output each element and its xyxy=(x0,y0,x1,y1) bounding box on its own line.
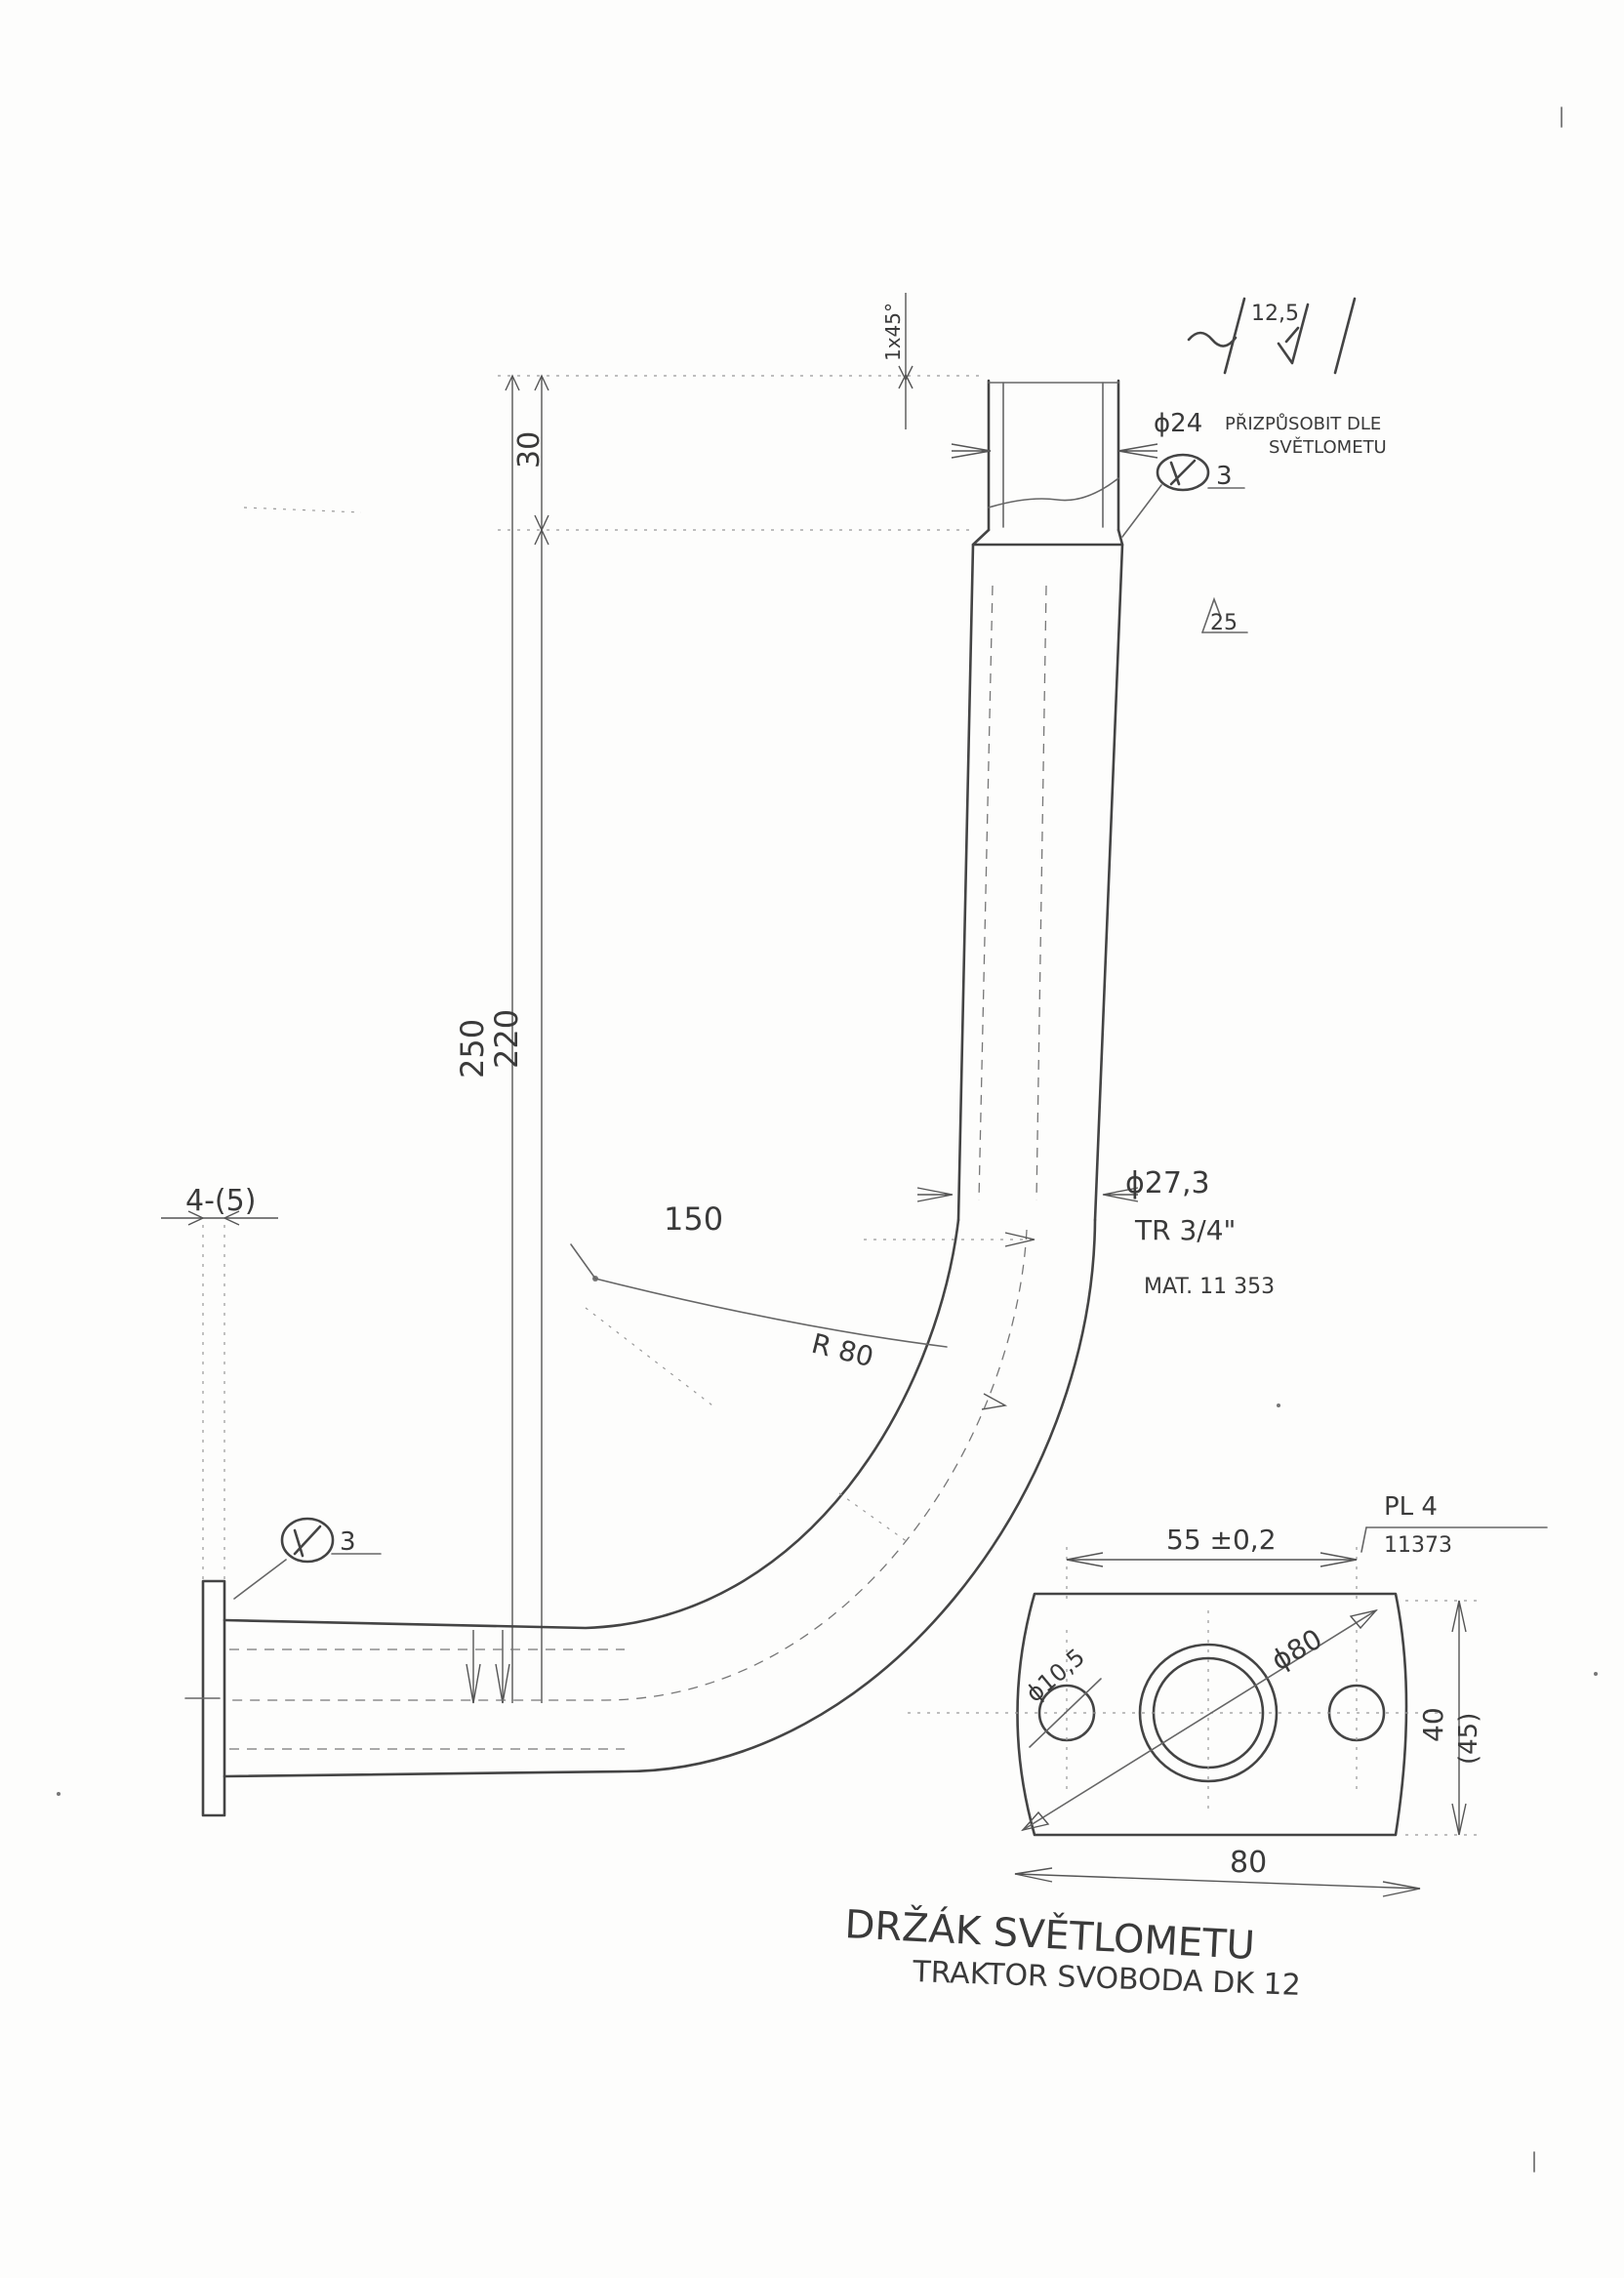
dim-30-label: 30 xyxy=(512,431,547,468)
plate-width-label: 80 xyxy=(1230,1846,1267,1880)
tube-outer-circle xyxy=(1138,1643,1279,1783)
weld-symbol-upper: 3 xyxy=(1121,453,1245,538)
note-adjust-line2: SVĚTLOMETU xyxy=(1269,436,1387,458)
tube-dia-label: ϕ27,3 xyxy=(1125,1166,1210,1200)
local-finish-symbol: 25 xyxy=(1201,596,1248,635)
note-adjust-line1: PŘIZPŮSOBIT DLE xyxy=(1225,413,1381,434)
tube-inner-circle xyxy=(1152,1656,1265,1770)
radius-label: R 80 xyxy=(808,1327,876,1373)
tube-spec-notes: ϕ27,3 TR 3/4" MAT. 11 353 xyxy=(916,1166,1275,1299)
plate-spec: PL 4 11373 xyxy=(1360,1492,1548,1558)
plate-thickness-label: 4-(5) xyxy=(185,1184,256,1218)
plate-diagonal-label: ϕ80 xyxy=(1266,1622,1327,1677)
drawing-title: DRŽÁK SVĚTLOMETU xyxy=(843,1900,1256,1969)
weld-size-upper: 3 xyxy=(1216,462,1233,491)
plate-spec-line1: PL 4 xyxy=(1384,1492,1438,1522)
chamfer-annotation: 1x45° xyxy=(881,293,914,429)
weld-size-lower: 3 xyxy=(340,1527,356,1557)
flange-front-view: ϕ80 ϕ10,5 xyxy=(908,1592,1444,1837)
surface-finish-value: 12,5 xyxy=(1251,302,1299,326)
chamfer-label: 1x45° xyxy=(881,303,905,361)
plate-spec-line2: 11373 xyxy=(1384,1533,1452,1558)
plate-width-dimension: 80 xyxy=(1014,1846,1421,1897)
hole-spacing-dimension: 55 ±0,2 xyxy=(1066,1524,1358,1601)
tube-body xyxy=(223,379,1124,1778)
vertical-dimensions: 30 250 220 xyxy=(454,374,986,1704)
dim-220-label: 220 xyxy=(488,1009,525,1069)
thread-note: ϕ24 PŘIZPŮSOBIT DLE SVĚTLOMETU xyxy=(951,409,1387,459)
local-finish-value: 25 xyxy=(1210,611,1238,635)
hole-dia-label: ϕ10,5 xyxy=(1021,1644,1090,1708)
dim-250-label: 250 xyxy=(454,1019,491,1078)
plate-height-dimension: 40 (45) xyxy=(1405,1600,1483,1836)
material-label: MAT. 11 353 xyxy=(1144,1275,1275,1299)
weld-symbol-lower: 3 xyxy=(233,1517,382,1600)
hole-spacing-label: 55 ±0,2 xyxy=(1166,1524,1277,1556)
dim-150-label: 150 xyxy=(664,1200,723,1238)
title-block: DRŽÁK SVĚTLOMETU TRAKTOR SVOBODA DK 12 xyxy=(843,1900,1301,2003)
surface-finish-symbol: 12,5 xyxy=(1187,297,1357,375)
thread-dia-top: ϕ24 xyxy=(1154,409,1202,438)
flange-side-view: 4-(5) xyxy=(161,1184,278,1817)
plate-height-label: 40 xyxy=(1417,1707,1449,1742)
thread-spec-label: TR 3/4" xyxy=(1134,1214,1236,1246)
radius-annotation: R 80 xyxy=(570,1243,1008,1543)
dim-150: 150 xyxy=(664,1200,1035,1247)
paper-marks xyxy=(57,106,1598,2173)
plate-height-alt-label: (45) xyxy=(1454,1713,1483,1765)
